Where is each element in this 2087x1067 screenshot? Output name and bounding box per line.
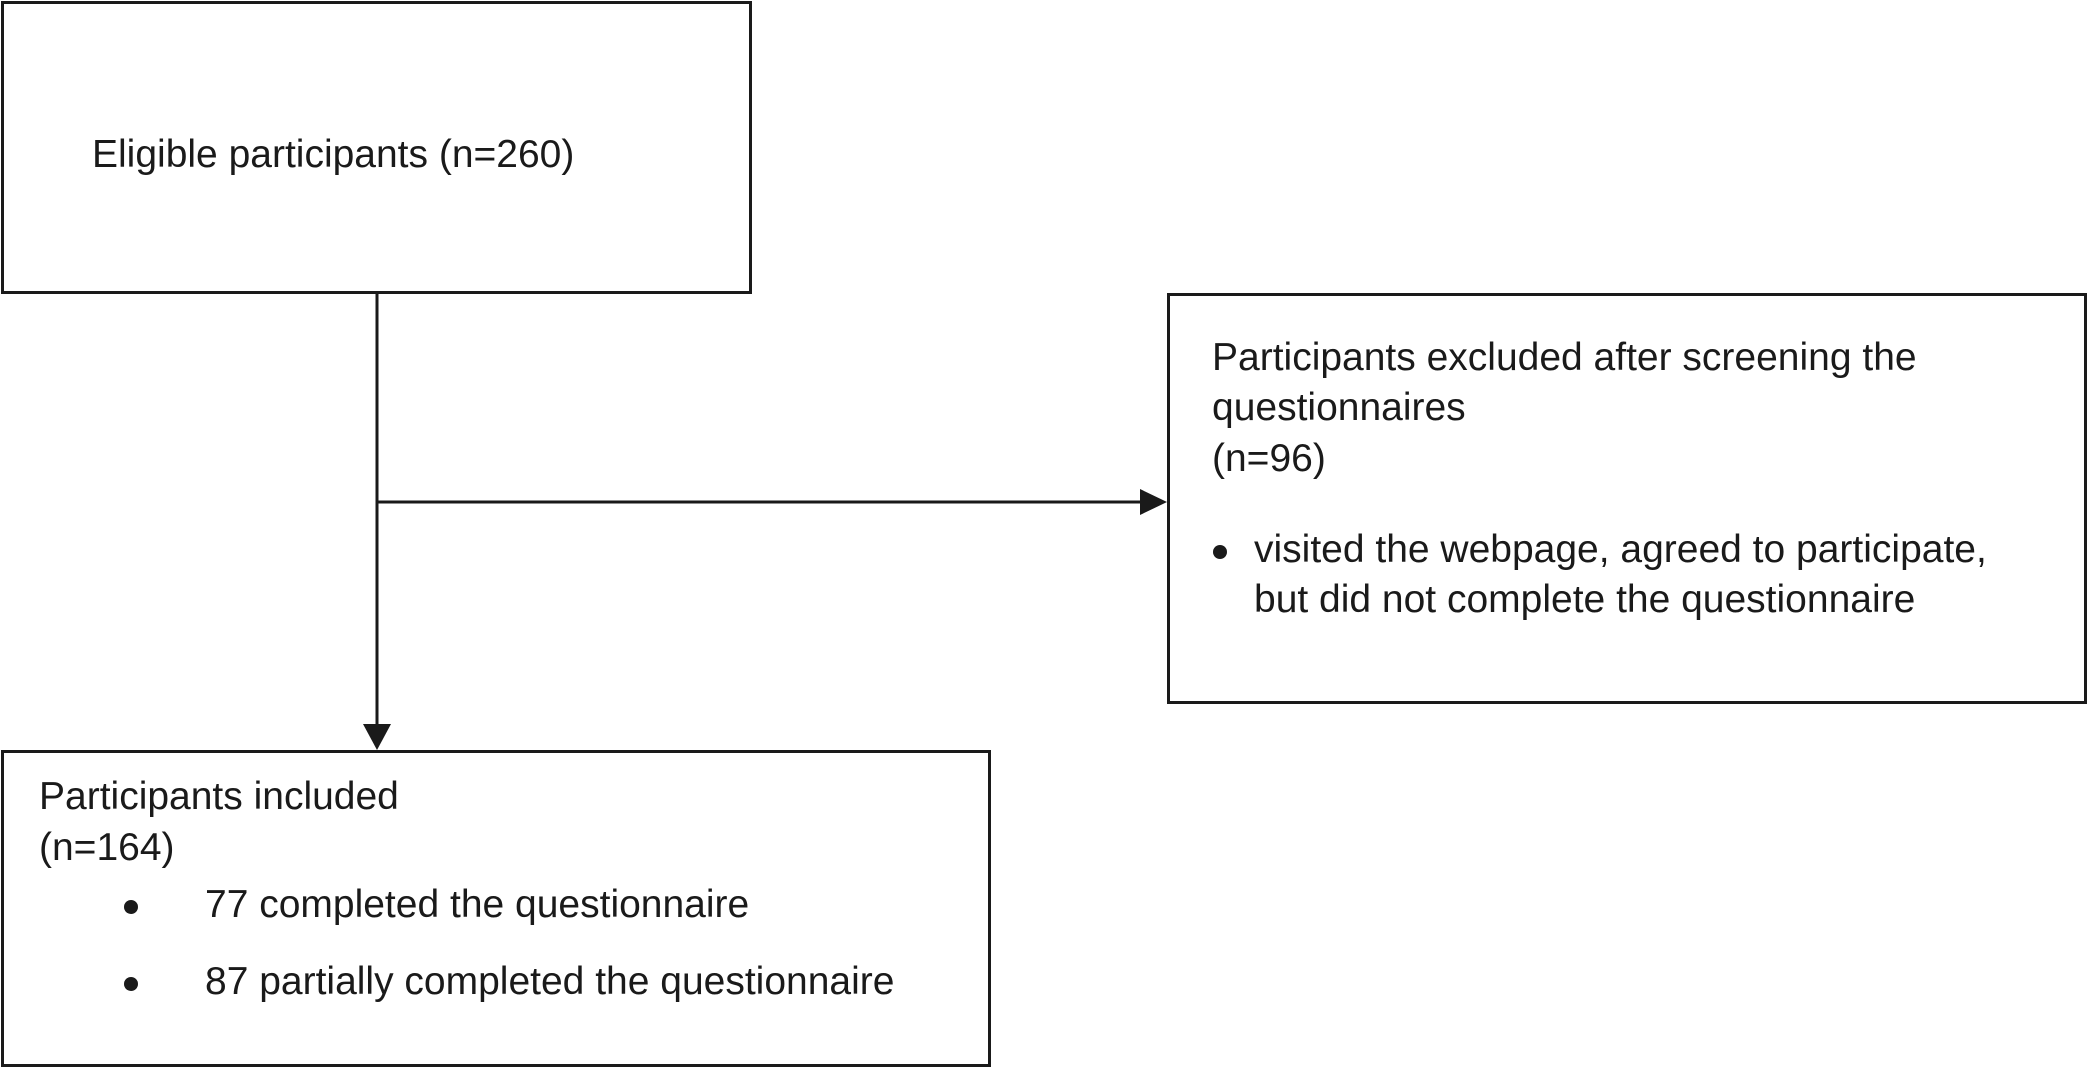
arrowhead-right-icon (1140, 489, 1167, 515)
excluded-title-line1: Participants excluded after screening th… (1212, 336, 1917, 379)
eligible-participants-box: Eligible participants (n=260) (1, 1, 752, 294)
bullet-icon (124, 900, 138, 914)
excluded-reason-line1: visited the webpage, agreed to participa… (1254, 528, 1987, 571)
included-count: (n=164) (39, 826, 175, 869)
included-item: 77 completed the questionnaire (205, 883, 750, 926)
excluded-title-line2: questionnaires (1212, 386, 1466, 429)
included-title: Participants included (39, 775, 399, 818)
included-item: 87 partially completed the questionnaire (205, 960, 895, 1003)
eligible-participants-label: Eligible participants (n=260) (92, 133, 575, 176)
excluded-reason-line2: but did not complete the questionnaire (1254, 578, 1916, 621)
excluded-participants-box: Participants excluded after screening th… (1167, 293, 2087, 704)
bullet-icon (124, 977, 138, 991)
arrowhead-down-icon (363, 724, 391, 750)
included-participants-box: Participants included (n=164) 77 complet… (1, 750, 991, 1067)
excluded-count: (n=96) (1212, 437, 1326, 480)
bullet-icon (1213, 545, 1227, 559)
